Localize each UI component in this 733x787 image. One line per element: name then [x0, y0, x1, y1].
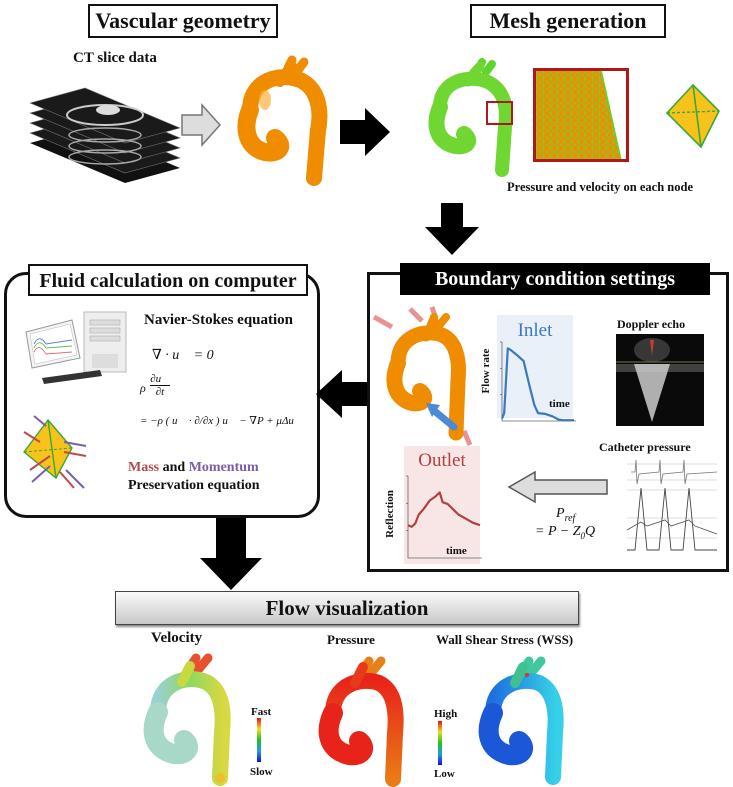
grey-arrow-right-icon [181, 103, 222, 147]
doppler-echo-label: Doppler echo [617, 317, 686, 331]
and-word: and [162, 460, 186, 475]
black-arrow-down-icon-2 [200, 518, 262, 590]
momentum-rhs: = −ρ ( u⃗ · ∂/∂x ) u⃗ − ∇P + μΔu⃗ [140, 415, 303, 427]
wss-aorta-visualization [478, 656, 564, 785]
black-arrow-left-icon [316, 370, 368, 418]
black-arrow-right-icon [340, 108, 390, 156]
pressure-aorta-visualization [318, 656, 404, 787]
navier-stokes-title: Navier-Stokes equation [144, 312, 294, 328]
continuity-equation: ∇ · u⃗ = 0 [152, 348, 214, 363]
grey-arrow-left-icon [507, 470, 608, 504]
momentum-rho: ρ [140, 381, 146, 395]
wss-scale-low: Low [434, 768, 455, 780]
pref-p: P [556, 506, 565, 521]
momentum-numerator: ∂u⃗ [150, 373, 170, 385]
series-line [407, 491, 481, 528]
boundary-condition-title: Boundary condition settings [434, 268, 676, 290]
inlet-xlabel: time [549, 398, 570, 410]
mass-word: Mass [128, 460, 160, 475]
catheter-pressure-trace [626, 459, 718, 551]
wss-colorbar [438, 721, 442, 765]
wss-scale-high: High [434, 708, 458, 720]
conservation-caption: Mass and Momentum [128, 460, 259, 476]
ct-slices [29, 87, 181, 183]
chart-axes [407, 476, 482, 559]
boundary-condition-title-bar: Boundary condition settings [400, 263, 710, 295]
pref-subscript: ref [564, 512, 576, 524]
momentum-fraction: ∂u⃗ ∂t [150, 373, 170, 398]
aorta-model-mesh [428, 58, 513, 177]
series-line [500, 347, 574, 422]
outlet-ylabel: Reflection [384, 490, 396, 538]
pref-q: Q [584, 524, 596, 539]
flow-visualization-title-bar: Flow visualization [115, 591, 579, 625]
outlet-chart-title: Outlet [418, 450, 466, 471]
velocity-aorta-visualization [143, 653, 231, 786]
inlet-flow-chart [500, 341, 576, 422]
velocity-scale-low: Slow [250, 766, 273, 778]
pref-z-subscript: 0 [580, 530, 585, 541]
black-arrow-down-icon [425, 203, 479, 255]
mesh-zoom-inset [533, 68, 629, 162]
aorta-boundary-model [372, 306, 473, 446]
computer-icon [25, 311, 127, 384]
pressure-title: Pressure [327, 632, 375, 647]
momentum-denominator: ∂t [155, 386, 165, 398]
inlet-chart-bg [497, 315, 573, 418]
tetrahedron-element-icon [665, 83, 720, 149]
doppler-echo-image [616, 334, 704, 426]
mesh-generation-title: Mesh generation [470, 4, 666, 38]
fluid-calculation-title: Fluid calculation on computer [28, 264, 308, 296]
outlet-xlabel: time [446, 545, 467, 557]
node-caption: Pressure and velocity on each node [507, 180, 693, 194]
velocity-colorbar [257, 718, 261, 762]
flow-visualization-title: Flow visualization [265, 596, 429, 620]
wss-title: Wall Shear Stress (WSS) [436, 632, 574, 647]
velocity-title: Velocity [151, 630, 203, 646]
aorta-model-orange [237, 55, 328, 186]
inlet-chart-title: Inlet [517, 320, 553, 341]
outlet-chart-bg [404, 446, 480, 564]
pref-eq: = P − Z [535, 524, 581, 539]
conservation-tetrahedron-icon [23, 415, 87, 489]
velocity-scale-high: Fast [251, 706, 272, 718]
preservation-caption: Preservation equation [128, 478, 260, 493]
vascular-geometry-title: Vascular geometry [88, 4, 278, 38]
ct-slice-stack-image [29, 87, 181, 183]
chart-axes [501, 342, 576, 422]
pref-rhs: = P − Z0Q [535, 524, 595, 541]
ct-slice-label: CT slice data [73, 50, 157, 66]
catheter-pressure-label: Catheter pressure [599, 440, 691, 454]
inlet-ylabel: Flow rate [480, 348, 492, 394]
pref-lhs: Pref [556, 506, 575, 524]
momentum-word: Momentum [188, 460, 259, 475]
outlet-reflection-chart [406, 475, 482, 559]
